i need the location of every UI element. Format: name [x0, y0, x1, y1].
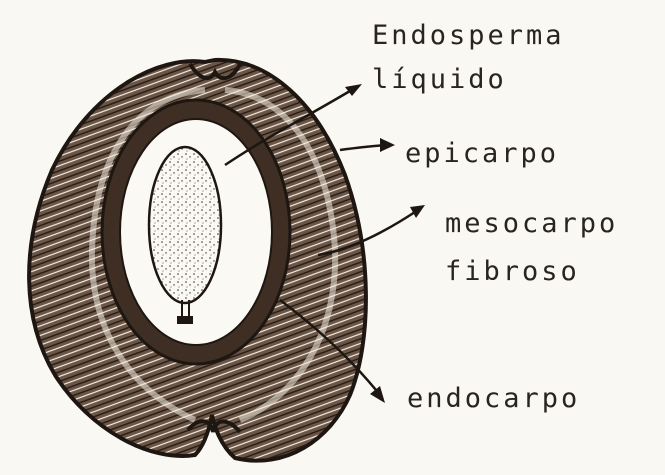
embryo-base	[177, 316, 193, 324]
label-endosperma-line1: Endosperma	[372, 22, 565, 49]
arrowhead-mesocarpo	[410, 205, 425, 218]
endosperma-liquido	[149, 147, 221, 303]
arrowhead-endocarpo	[370, 386, 385, 403]
arrowhead-endosperma	[345, 84, 362, 96]
arrowhead-epicarpo	[380, 138, 395, 152]
label-epicarpo: epicarpo	[405, 140, 559, 167]
label-endosperma-line2: líquido	[372, 66, 507, 93]
label-mesocarpo-line2: fibroso	[445, 258, 580, 285]
label-endocarpo: endocarpo	[407, 385, 580, 412]
label-mesocarpo-line1: mesocarpo	[445, 210, 618, 237]
